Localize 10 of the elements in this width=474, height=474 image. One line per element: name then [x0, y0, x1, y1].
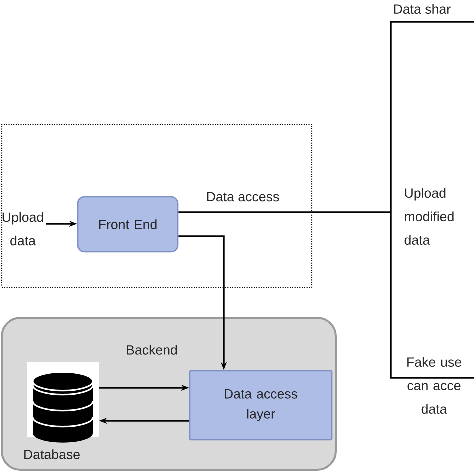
dotted-frame — [1, 124, 313, 288]
text-label: Fake use can acce data — [408, 357, 462, 414]
process-box: Front End — [77, 196, 179, 253]
text-label: Upload data — [2, 212, 44, 246]
edge-label: Data access — [207, 192, 280, 202]
process-box: Data access layer — [189, 370, 333, 441]
node-label: Database — [24, 450, 80, 460]
text-label: Upload modified data — [404, 188, 454, 245]
database-drawing: Database — [24, 362, 99, 460]
text-label: Data shar — [394, 4, 451, 14]
